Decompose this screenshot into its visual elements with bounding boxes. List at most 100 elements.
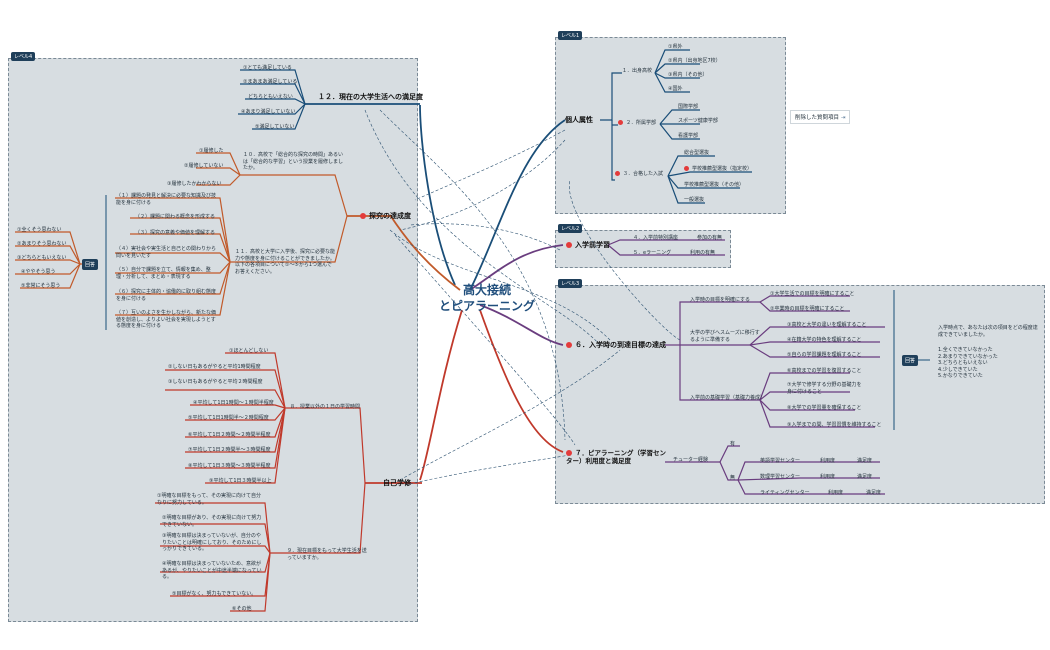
tutor-no[interactable]: 無 [730,475,736,481]
inquiry-answer-4[interactable]: ④ややそう思う [21,269,56,275]
prep-item-2-value[interactable]: 利用の有無 [690,250,716,256]
pre-admission-title[interactable]: 入学前学習 [566,240,610,250]
q11-item-6[interactable]: （６）探究に主体的・協働的に取り組む態度を身に付ける [116,289,217,302]
exam-item-1[interactable]: 総合型選抜 [684,150,710,156]
satisfaction-item-3[interactable]: どちらともいえない [248,94,293,100]
goals-item-4[interactable]: ④在籍大学の特色を理解すること [787,337,862,343]
satisfaction-item-1[interactable]: ①とても満足している [243,65,292,71]
peer-learning-title-text: ７．ピアラーニング（学習センター）利用度と満足度 [566,449,666,466]
inquiry-answer-5[interactable]: ⑤非常にそう思う [21,283,61,289]
q8-item-5[interactable]: ⑤平均して1日1時間半～２時間程度 [188,415,269,421]
center-1-use[interactable]: 利用度 [820,458,836,464]
goals-group-3[interactable]: 入学前の基礎学習（基礎力養成） [690,395,766,401]
goals-item-9[interactable]: ⑨入学までの間、学習習慣を維持すること [787,422,882,428]
q11-item-1[interactable]: （１）課題の発見と解決に必要な知識及び技能を身に付ける [116,193,217,206]
center-1-name[interactable]: 英語学習センター [760,458,801,464]
school-item-4[interactable]: ④国外 [668,86,683,92]
goals-question[interactable]: 入学時点で、あなたは次の項目をどの程度達成できていましたか。 [938,325,1038,338]
self-q9[interactable]: ９．現在目標をもって大学生活を送っていますか。 [287,548,367,561]
faculty-item-3[interactable]: 看護学部 [678,133,699,139]
center-3-name[interactable]: ライティングセンター [760,490,810,496]
self-q8[interactable]: ８．授業以外の１日の学習時間 [290,404,361,410]
inquiry-q11[interactable]: １１．高校と大学に入学後、探究に必要な能力や態度を身に付けることができましたか。… [235,249,336,275]
q8-item-4[interactable]: ④平均して1日1時間～１時間半程度 [193,400,274,406]
q11-item-7[interactable]: （７）互いのよさを生かしながら、新たな価値を創造し、よりよい社会を実現しようとす… [116,310,217,329]
goals-answer-badge[interactable]: 回答 [902,355,919,366]
center-2-name[interactable]: 数理学習センター [760,474,801,480]
q8-item-7[interactable]: ⑦平均して1日２時間半～３時間程度 [188,447,271,453]
prep-item-2-label[interactable]: ５．eラーニング [633,250,672,256]
goals-item-7[interactable]: ⑦大学で修学する分野の基礎力を身に付けること [787,382,862,395]
exam-item-4[interactable]: 一般選抜 [684,197,705,203]
faculty-group-label[interactable]: ２．所属学部 [618,120,656,126]
center-2-use[interactable]: 利用度 [820,474,836,480]
inquiry-answer-badge[interactable]: 回答 [82,259,99,270]
school-item-1[interactable]: ①県外 [668,44,683,50]
prep-item-1-label[interactable]: ４．入学前特別講座 [633,235,679,241]
q10-item-1[interactable]: ①履修した [199,148,224,154]
q9-item-6[interactable]: ⑥その他 [232,606,252,612]
inquiry-q10[interactable]: １０．高校で「総合的な探究の時間」あるいは「総合的な学習」という授業を履修しまし… [243,152,344,171]
school-group-label[interactable]: １．出身高校 [622,68,653,74]
q11-item-5[interactable]: （５）自分で課題を立て、情報を集め、整理・分析して、まとめ・表現する [116,267,211,280]
inquiry-answer-3[interactable]: ③どちらともいえない [17,255,67,261]
q8-item-6[interactable]: ⑥平均して1日２時間～２時間半程度 [188,432,271,438]
goals-item-5[interactable]: ⑤自らの学習課題を理解すること [787,352,862,358]
goals-title[interactable]: ６．入学時の到達目標の達成 [566,340,666,350]
center-3-sat[interactable]: 満足度 [866,490,882,496]
priority-dot-icon [615,171,620,176]
school-item-3[interactable]: ③県内（その他） [668,72,708,78]
goals-scale[interactable]: 1.全くできていなかった 2.あまりできていなかった 3.どちらともいえない 4… [938,347,1038,380]
q9-item-2[interactable]: ②明確な目標があり、その実現に向けて努力できていない。 [162,515,262,528]
prep-item-1-value[interactable]: 参加の有無 [697,235,723,241]
scale-2: 2.あまりできていなかった [938,353,998,360]
goals-item-6[interactable]: ⑥高校までの学習を復習すること [787,368,862,374]
center-1-sat[interactable]: 満足度 [857,458,873,464]
goals-item-8[interactable]: ⑧大学での学習量を確保すること [787,405,862,411]
q8-item-8[interactable]: ⑧平均して1日３時間～３時間半程度 [188,463,271,469]
goals-item-1[interactable]: ①大学生活での目標を明確にすること [770,291,855,297]
exam-group-text: ３．合格した入試 [623,171,664,177]
central-topic[interactable]: 高大接続 とピアラーニング [432,283,542,314]
q9-item-1[interactable]: ①明確な目標をもって、その実現に向けて自分なりに努力している。 [157,493,261,506]
inquiry-title[interactable]: 探究の達成度 [360,211,411,221]
exam-item-3[interactable]: 学校推薦型選抜（その他） [684,182,745,188]
q10-item-3[interactable]: ③履修したかわからない [167,181,222,187]
q11-item-3[interactable]: （３）探究の意義や価値を理解する [135,230,216,236]
goals-item-3[interactable]: ③高校と大学の違いを理解すること [787,322,867,328]
q11-item-4[interactable]: （４）実社会や実生活と自己との関わりから問いを見いだす [116,246,216,259]
q8-item-3[interactable]: ③しない日もあるがやると平均２時間程度 [168,379,263,385]
inquiry-answer-2[interactable]: ②あまりそう思わない [17,241,67,247]
arrow-link-icon: ⇥ [840,115,846,121]
tutor-experience[interactable]: チューター経験 [673,457,709,463]
center-3-use[interactable]: 利用度 [828,490,844,496]
deleted-items-node[interactable]: 削除した質問項目 ⇥ [790,110,851,124]
q9-item-3[interactable]: ③明確な目標は決まっていないが、自分のやりたいことは明確にしており、そのためにし… [162,533,262,552]
q10-item-2[interactable]: ②履修していない [184,163,224,169]
center-2-sat[interactable]: 満足度 [857,474,873,480]
satisfaction-item-4[interactable]: ④あまり満足していない [241,109,296,115]
satisfaction-item-2[interactable]: ②まあまあ満足している [243,79,298,85]
self-study-title[interactable]: 自己学修 [383,479,411,487]
exam-group-label[interactable]: ３．合格した入試 [615,171,663,177]
goals-item-2[interactable]: ②卒業時の目標を明確にすること [770,306,845,312]
q9-item-4[interactable]: ④明確な目標は決まっていないため、意欲があるが、やりたいことが中途半端になってい… [162,561,262,580]
personal-attributes-title[interactable]: 個人属性 [565,116,593,124]
school-item-2[interactable]: ②県内（出身地区7校） [668,58,721,64]
satisfaction-item-5[interactable]: ⑤満足していない [255,124,295,130]
exam-item-2[interactable]: 学校推薦型選抜（指定校） [684,166,752,172]
tutor-yes[interactable]: 有 [730,441,736,447]
satisfaction-title[interactable]: １２．現在の大学生活への満足度 [318,93,423,101]
q8-item-1[interactable]: ①ほとんどしない [229,348,269,354]
goals-group-1[interactable]: 入学時の目標を明確にする [690,297,751,303]
goals-group-2[interactable]: 大学の学びへスムーズに移行するように準備する [690,330,760,343]
peer-learning-title[interactable]: ７．ピアラーニング（学習センター）利用度と満足度 [566,449,666,465]
q8-item-2[interactable]: ②しない日もあるがやると平均1時間程度 [168,364,261,370]
q11-item-2[interactable]: （２）課題に関わる概念を形成する [135,214,216,220]
inquiry-answer-1[interactable]: ①全くそう思わない [17,227,62,233]
faculty-item-2[interactable]: スポーツ健康学部 [678,118,718,124]
q8-item-9[interactable]: ⑨平均して1日３時間半以上 [209,478,272,484]
faculty-item-1[interactable]: 国際学部 [678,104,699,110]
q9-item-5[interactable]: ⑤目標がなく、努力もできていない。 [172,591,257,597]
priority-dot-icon [566,242,572,248]
